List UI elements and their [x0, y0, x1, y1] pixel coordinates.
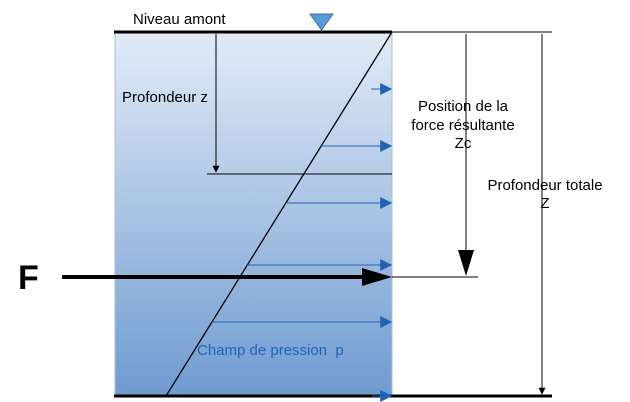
resultant-position-arrowhead	[458, 250, 474, 276]
depth-z-label: Profondeur z	[122, 89, 208, 106]
inverted-triangle-icon	[309, 13, 334, 31]
resultant-position-label-line3: Zc	[455, 135, 472, 152]
total-depth-label-line2: Z	[540, 195, 549, 212]
total-depth-label-line1: Profondeur totale	[487, 177, 602, 194]
pressure-field-label: Champ de pression p	[197, 342, 344, 359]
resultant-position-label-line1: Position de la	[418, 98, 509, 115]
resultant-position-label-line2: force résultante	[411, 117, 514, 134]
upstream-level-label: Niveau amont	[133, 11, 226, 28]
force-label: F	[18, 259, 39, 297]
water-body	[114, 31, 393, 397]
resultant-force-arrowhead	[362, 268, 392, 286]
pressure-distribution-line	[165, 31, 393, 397]
